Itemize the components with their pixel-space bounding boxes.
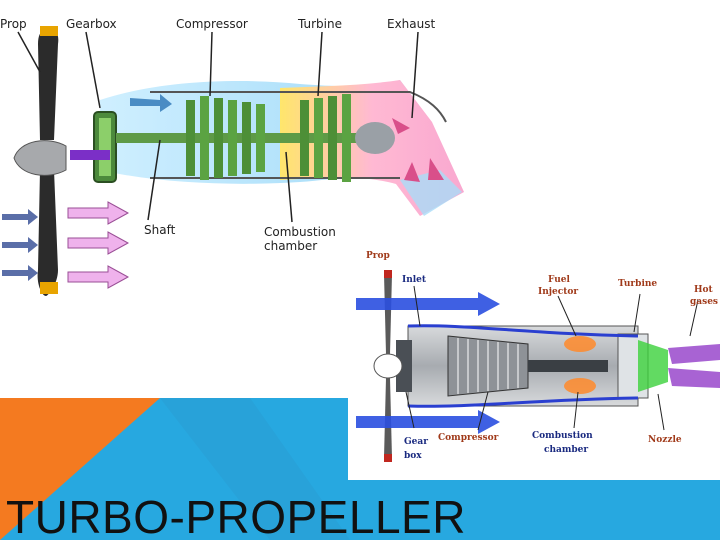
label-combustion-top-2: chamber: [264, 239, 317, 253]
label-combustion-top-1: Combustion: [264, 225, 336, 239]
turbine-stages: [300, 94, 351, 182]
turboprop-diagram-bottom: Prop Inlet Fuel Injector Turbine Hot gas…: [348, 240, 720, 480]
leader-lines-top: [17, 31, 419, 223]
label-gearbox: Gearbox: [66, 17, 117, 31]
combustion-flame-top: [564, 336, 596, 352]
label-prop-bottom: Prop: [366, 251, 390, 261]
hot-gas-bottom: [668, 368, 720, 388]
label-gear-1: Gear: [404, 437, 428, 447]
label-gear-2: box: [404, 451, 422, 461]
label-combustion-bottom-2: chamber: [544, 445, 588, 455]
label-prop-top: Prop: [0, 17, 27, 31]
label-inlet: Inlet: [402, 275, 427, 285]
hot-gas-top: [668, 344, 720, 364]
label-hot-2: gases: [690, 297, 718, 307]
prop-hub-link: [70, 150, 110, 160]
exhaust-arrow-1: [392, 118, 410, 134]
gearbox-inner: [99, 118, 111, 176]
inlet-arrow-top: [356, 292, 500, 316]
exhaust-arrow-2: [404, 162, 420, 182]
turboprop-diagram-top: Prop Gearbox Compressor Turbine Exhaust …: [0, 0, 478, 300]
label-exhaust: Exhaust: [387, 17, 436, 31]
label-turbine-top: Turbine: [297, 17, 342, 31]
dark-blue-stripe-shape: [160, 398, 350, 540]
exhaust-cone: [355, 122, 395, 154]
leader-lines-bottom: [405, 285, 699, 431]
spinner: [373, 353, 403, 379]
label-turbine-bottom: Turbine: [618, 279, 657, 289]
thrust-arrows-left: [2, 209, 38, 281]
shaft: [116, 133, 366, 143]
label-combustion-bottom-1: Combustion: [532, 431, 593, 441]
label-nozzle: Nozzle: [648, 435, 682, 445]
airflow-line-top: [407, 324, 639, 338]
nozzle-green: [638, 340, 668, 392]
orange-triangle-shape: [0, 398, 160, 540]
slide-background-shapes: [0, 398, 350, 540]
combustion-flame-bottom: [564, 378, 596, 394]
propeller: [13, 26, 67, 296]
compressor-blades: [457, 338, 519, 394]
label-compressor-top: Compressor: [176, 17, 248, 31]
casing-top: [150, 91, 447, 123]
inflow-arrow: [130, 94, 172, 112]
exhaust-outlet: [400, 170, 462, 216]
label-fuel-1: Fuel: [548, 275, 571, 285]
inlet-arrow-bottom: [356, 410, 500, 434]
label-shaft: Shaft: [144, 223, 176, 237]
exhaust-arrow-3: [428, 158, 444, 180]
shaft-bottom: [528, 360, 608, 372]
gearbox-bottom: [396, 340, 412, 392]
compressor-stages: [186, 96, 265, 180]
label-hot-1: Hot: [694, 285, 714, 295]
label-fuel-2: Injector: [538, 287, 578, 297]
label-compressor-bottom: Compressor: [438, 433, 499, 443]
thrust-arrows-right: [67, 201, 130, 289]
slide-title: TURBO-PROPELLER: [6, 491, 466, 543]
airflow-line-bottom: [407, 396, 639, 408]
